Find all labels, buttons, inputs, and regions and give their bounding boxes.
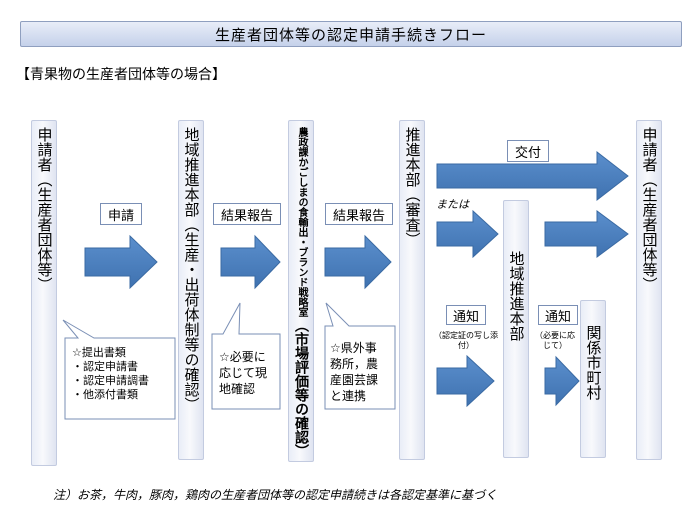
arrow-regional-to-applicant: [544, 210, 629, 258]
label-notice1: 通知: [446, 305, 486, 325]
callout-documents-line: ・認定申請調書: [72, 374, 149, 387]
callout-documents-line: ・他添付書類: [72, 388, 138, 401]
arrow-notice1: [436, 354, 495, 408]
arrow-or: [436, 209, 499, 259]
column-regional-office-label: 地域推進本部（生産・出荷体制等の確認）: [182, 127, 201, 412]
callout-report-note: ☆必要に 応じて現 地確認: [209, 300, 283, 412]
column-agri-section-label: 農政課かごしまの食輸出・ブランド戦略室: [296, 127, 307, 317]
column-regional-office: 地域推進本部（生産・出荷体制等の確認）: [178, 120, 204, 460]
column-promotion-hq: 推進本部（審査）: [399, 120, 425, 460]
column-applicant: 申請者（生産者団体等）: [31, 120, 57, 466]
callout-cooperation-line: 務所，農: [330, 357, 379, 371]
agri-section-sub: （市場評価等の確認）: [290, 318, 312, 458]
callout-documents-line: ・認定申請書: [72, 360, 138, 373]
column-promotion-hq-label: 推進本部（審査）: [403, 127, 422, 247]
label-report1: 結果報告: [213, 203, 281, 225]
label-notice2-note: （必要に応じて）: [535, 331, 575, 350]
callout-cooperation-line: 産園芸課: [330, 373, 379, 387]
callout-report-note-line: 応じて現: [219, 366, 268, 380]
arrow-report1: [220, 234, 281, 290]
label-notice2: 通知: [538, 305, 578, 325]
arrow-apply: [84, 234, 158, 290]
label-issue: 交付: [507, 140, 549, 162]
label-notice1-note: （認定証の写し添付）: [434, 331, 498, 350]
agri-section-sub-label: （市場評価等の確認）: [293, 318, 309, 458]
column-applicant-right: 申請者（生産者団体等）: [636, 120, 662, 460]
column-municipality-label: 関係市町村: [584, 325, 603, 400]
section-subtitle: 【青果物の生産者団体等の場合】: [16, 67, 226, 83]
label-apply: 申請: [100, 203, 142, 225]
column-agri-section: 農政課かごしまの食輸出・ブランド戦略室: [288, 120, 314, 462]
column-applicant-label: 申請者（生産者団体等）: [35, 127, 54, 292]
callout-cooperation-line: ☆県外事: [330, 341, 377, 355]
page-title: 生産者団体等の認定申請手続きフロー: [20, 21, 682, 47]
callout-cooperation-line: と連携: [330, 389, 367, 403]
column-regional-office-2: 地域推進本部: [503, 200, 529, 458]
footnote: 注）お茶，牛肉，豚肉，鶏肉の生産者団体等の認定申請続きは各認定基準に基づく: [53, 488, 498, 502]
callout-documents-line: ☆提出書類: [72, 346, 126, 359]
column-regional-office-2-label: 地域推進本部: [507, 251, 526, 341]
label-report2: 結果報告: [325, 203, 393, 225]
column-applicant-right-label: 申請者（生産者団体等）: [640, 127, 659, 292]
callout-report-note-line: 地確認: [219, 382, 256, 396]
arrow-report2: [324, 234, 392, 290]
callout-report-note-line: ☆必要に: [219, 350, 266, 364]
column-municipality: 関係市町村: [580, 300, 606, 458]
callout-cooperation: ☆県外事 務所，農 産園芸課 と連携: [322, 300, 398, 412]
arrow-notice2: [544, 355, 580, 407]
label-or: または: [436, 198, 469, 211]
arrow-issue: [436, 150, 629, 202]
callout-documents: ☆提出書類 ・認定申請書 ・認定申請調書 ・他添付書類: [58, 318, 178, 422]
